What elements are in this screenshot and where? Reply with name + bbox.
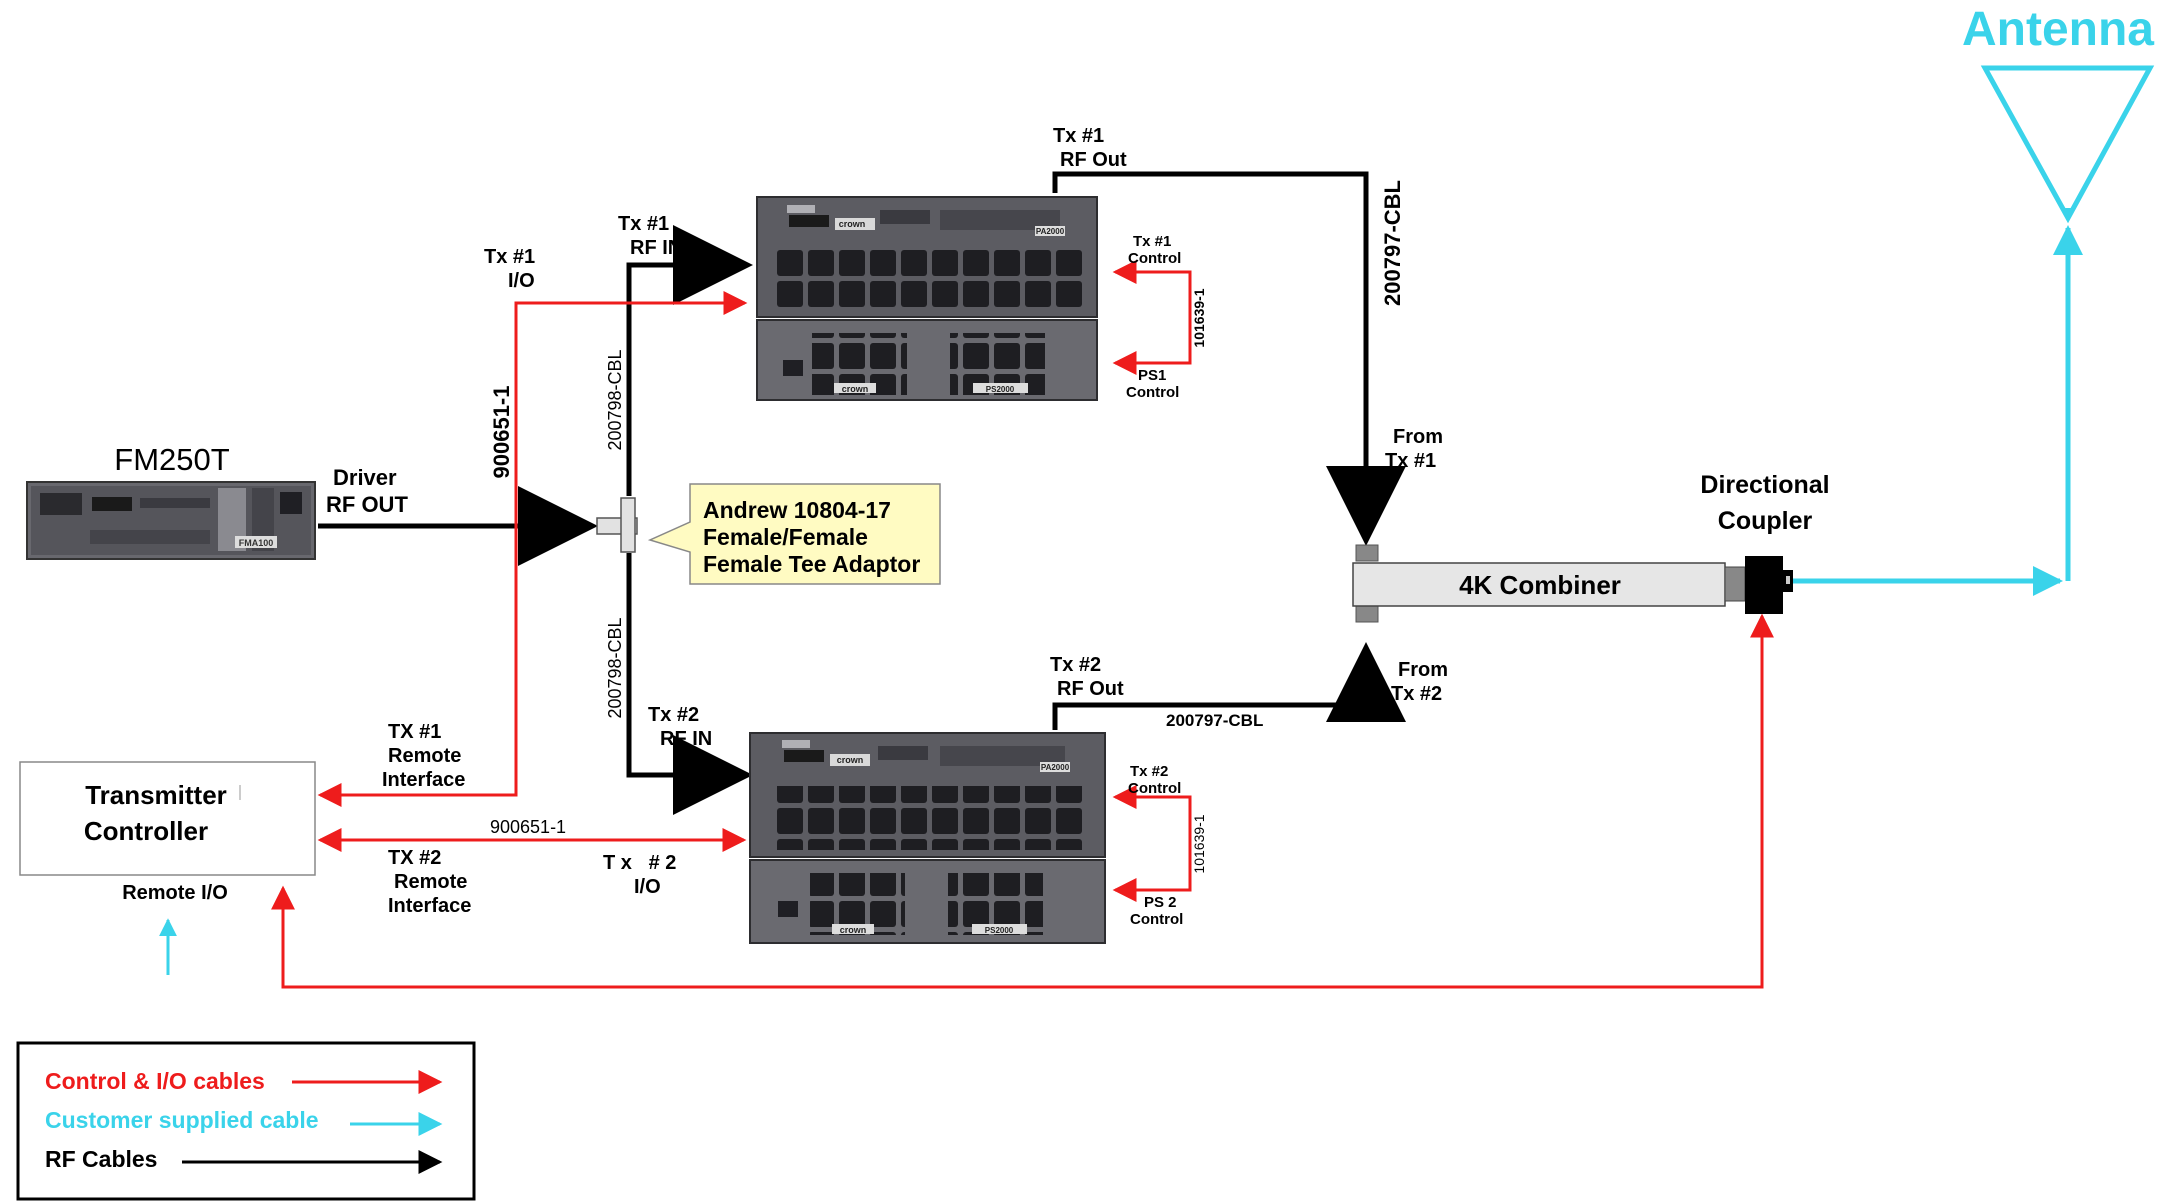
callout-line-3: Female Tee Adaptor (703, 551, 920, 577)
tx1-rfout-label-2: RF Out (1060, 149, 1127, 171)
tx1-io-label-2: I/O (508, 270, 535, 292)
ps2000-ps1: crown PS2000 (756, 319, 1098, 401)
customer-cable-antenna (1793, 225, 2083, 596)
ps2-control-label-2: Control (1130, 911, 1183, 928)
from-tx2-label-2: Tx #2 (1391, 683, 1442, 705)
directional-coupler (1724, 556, 1793, 614)
fm250t-exciter: FMA100 (26, 481, 316, 560)
tx1-rfin-label-1: Tx #1 (618, 213, 669, 235)
ps1-badge: PS2000 (986, 385, 1015, 394)
coupler-label-2: Coupler (1718, 507, 1813, 535)
tx2-io-label-1: T x # 2 (603, 852, 676, 874)
tx2-rfout-label-2: RF Out (1057, 678, 1124, 700)
tx2-remote-label-1: TX #2 (388, 847, 441, 869)
tx2-io-label-2: I/O (634, 876, 661, 898)
callout-line-1: Andrew 10804-17 (703, 497, 891, 523)
tx1-remote-label-3: Interface (382, 769, 465, 791)
ps1-control-label-2: Control (1126, 384, 1179, 401)
tx2-rfin-label-2: RF IN (660, 728, 712, 750)
tx1-control-label-1: Tx #1 (1133, 233, 1171, 250)
cable-101639-tx1: 101639-1 (1191, 288, 1207, 347)
tx1-remote-label-2: Remote (388, 745, 461, 767)
tx2-control-label-2: Control (1128, 780, 1181, 797)
rf-cable-tee-to-tx1 (626, 225, 753, 496)
pa2-badge: PA2000 (1041, 763, 1070, 772)
from-tx1-label-1: From (1393, 426, 1443, 448)
from-tx2-label-1: From (1398, 659, 1448, 681)
pa2-brand: crown (837, 755, 864, 765)
4k-combiner: 4K Combiner (1352, 544, 1726, 623)
tx2-remote-label-2: Remote (394, 871, 467, 893)
control-cable-ps2 (1112, 785, 1192, 902)
from-tx1-label-2: Tx #1 (1385, 450, 1436, 472)
tx1-remote-label-1: TX #1 (388, 721, 441, 743)
legend: Control & I/O cables Customer supplied c… (16, 1041, 476, 1201)
rf-cable-tx1-out (1052, 171, 1406, 546)
cable-200797-horizontal: 200797-CBL (1166, 711, 1263, 730)
control-cable-coupler (271, 613, 1774, 989)
driver-label-2: RF OUT (326, 492, 408, 517)
cable-200798-lower: 200798-CBL (605, 617, 625, 718)
tee-adaptor-callout: Andrew 10804-17 Female/Female Female Tee… (647, 483, 941, 585)
ps2-brand: crown (840, 925, 867, 935)
cable-101639-tx2: 101639-1 (1191, 814, 1207, 873)
driver-label-1: Driver (333, 465, 397, 490)
legend-control-label: Control & I/O cables (45, 1068, 265, 1094)
tx2-rfin-label-1: Tx #2 (648, 704, 699, 726)
tx2-remote-label-3: Interface (388, 895, 471, 917)
tee-adaptor (596, 497, 638, 553)
tx1-rfout-label-1: Tx #1 (1053, 125, 1104, 147)
pa1-badge: PA2000 (1036, 227, 1065, 236)
fm250t-badge: FMA100 (239, 538, 274, 548)
transmitter-controller: Transmitter Controller (19, 761, 316, 876)
combiner-label: 4K Combiner (1459, 570, 1621, 600)
cable-200798-upper: 200798-CBL (605, 349, 625, 450)
tx2-rfout-label-1: Tx #2 (1050, 654, 1101, 676)
tx1-rfin-label-2: RF IN (630, 237, 682, 259)
tx1-control-label-2: Control (1128, 250, 1181, 267)
ps1-brand: crown (842, 384, 869, 394)
cable-200797-vertical: 200797-CBL (1380, 180, 1405, 306)
controller-line-1: Transmitter (85, 780, 227, 810)
cable-900651-horizontal: 900651-1 (490, 817, 566, 837)
ps2-badge: PS2000 (985, 926, 1014, 935)
ps2000-ps2: crown PS2000 (749, 859, 1106, 944)
tx1-io-label-1: Tx #1 (484, 246, 535, 268)
pa2000-tx1: PA2000 crown (756, 196, 1098, 318)
pa1-brand: crown (839, 219, 866, 229)
fm250t-label: FM250T (114, 442, 229, 477)
antenna-icon (1980, 65, 2155, 224)
ps1-control-label-1: PS1 (1138, 367, 1166, 384)
legend-rf-label: RF Cables (45, 1146, 157, 1172)
pa2000-tx2: PA2000 crown (749, 732, 1106, 858)
coupler-label-1: Directional (1700, 471, 1829, 499)
remote-io-label: Remote I/O (122, 882, 228, 904)
controller-line-2: Controller (84, 816, 208, 846)
legend-customer-label: Customer supplied cable (45, 1107, 319, 1133)
ps2-control-label-1: PS 2 (1144, 894, 1177, 911)
antenna-title: Antenna (1962, 3, 2154, 56)
callout-line-2: Female/Female (703, 524, 868, 550)
cable-900651-vertical: 900651-1 (489, 386, 514, 479)
control-cable-ps1 (1112, 260, 1192, 375)
tx2-control-label-1: Tx #2 (1130, 763, 1168, 780)
